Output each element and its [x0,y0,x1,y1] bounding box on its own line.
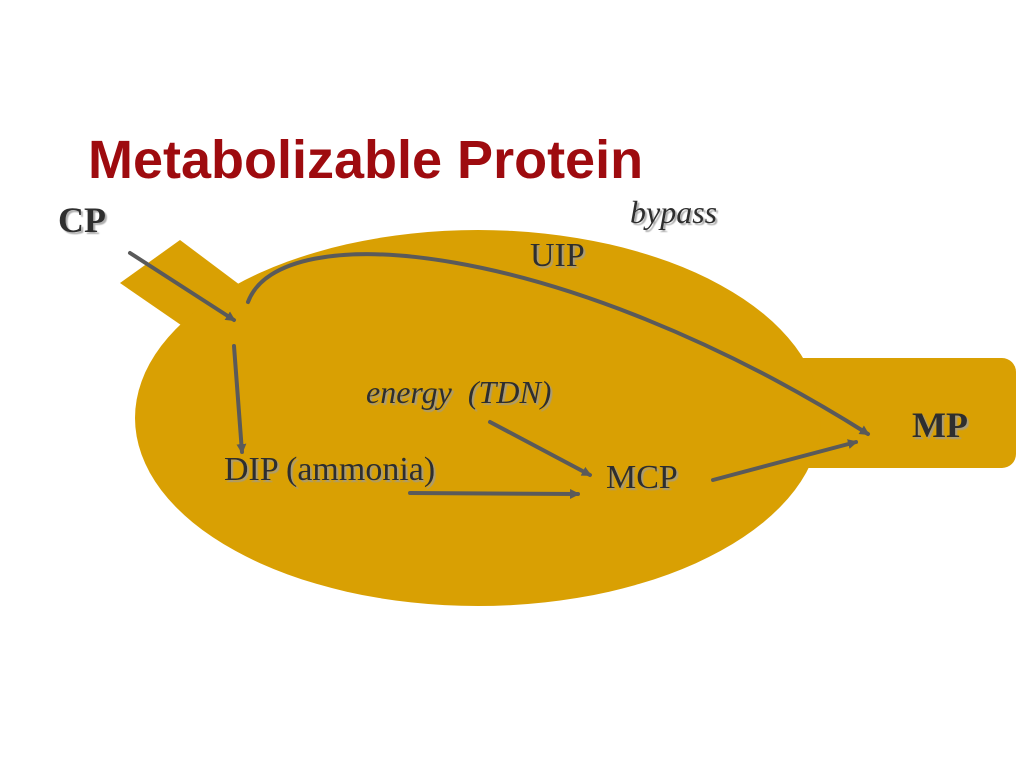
label-bypass: bypass [630,194,717,230]
label-mp: MP [912,405,968,445]
label-mcp: MCP [606,459,678,496]
diagram-labels: CP bypass UIP energy (TDN) DIP (ammonia)… [58,194,968,496]
arrow-dip-to-mcp [408,488,580,499]
label-dip-ammonia: DIP (ammonia) [224,451,435,488]
arrow-mcp-to-mp [711,439,858,482]
page-title: Metabolizable Protein [88,130,643,190]
label-uip: UIP [530,237,585,274]
arrow-energy-to-mcp [488,420,592,477]
label-energy-tdn: energy (TDN) [366,374,551,410]
arrow-bypass-uip [246,252,870,436]
arrow-cp-intake [128,251,236,322]
rumen-shape [120,230,1016,606]
rumen-body [135,230,821,606]
label-cp: CP [58,200,106,240]
flow-arrows [128,251,870,499]
arrow-to-dip [232,344,247,454]
